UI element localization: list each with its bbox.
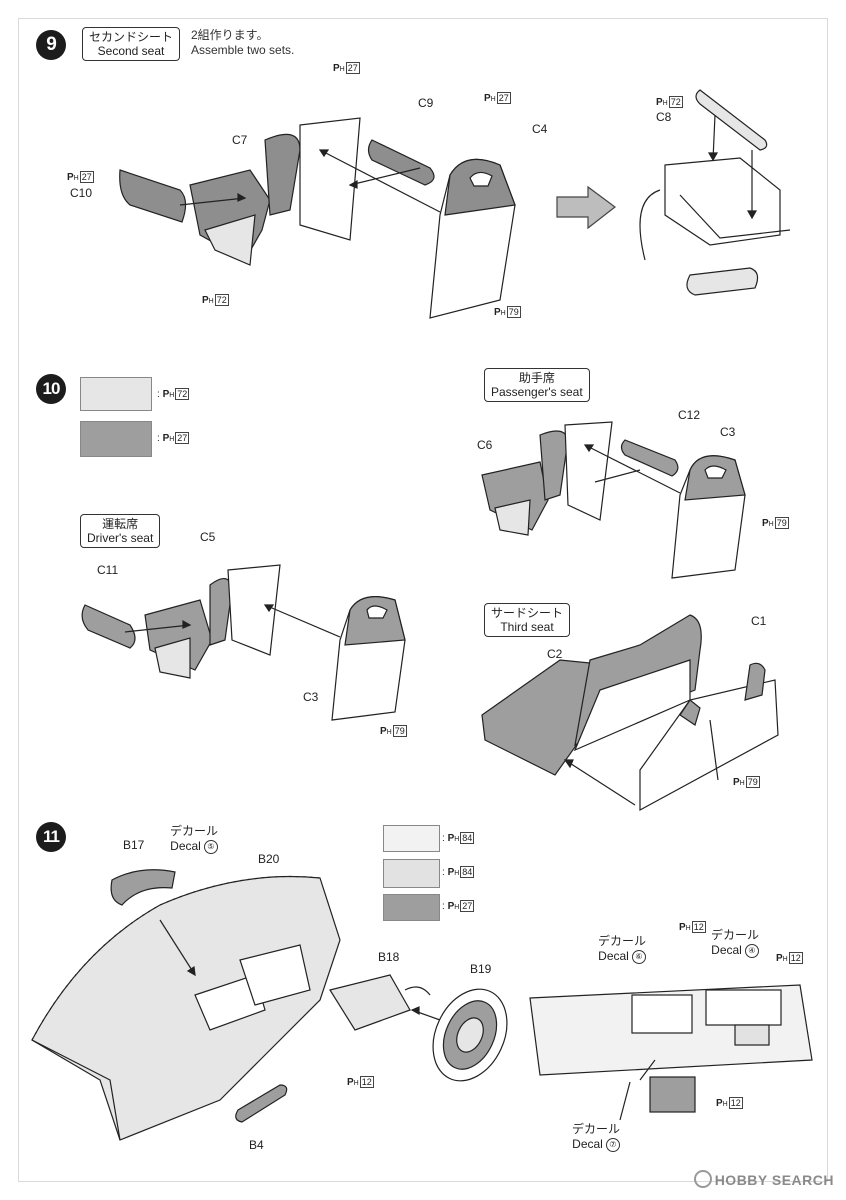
- driver-seat-title: 運転席 Driver's seat: [80, 514, 161, 548]
- decal-5-en: Decal: [170, 839, 201, 853]
- part-b18: [329, 974, 411, 1031]
- part-c10-armrest: [119, 169, 187, 223]
- label-b18: B18: [378, 950, 400, 964]
- label-c2: C2: [547, 647, 563, 661]
- label-c6: C6: [477, 438, 493, 452]
- passenger-title-jp: 助手席: [518, 371, 555, 385]
- label-c3-driver: C3: [303, 690, 319, 704]
- part-c8: [695, 89, 768, 151]
- third-title-jp: サードシート: [491, 606, 564, 620]
- decal-5-jp: デカール: [170, 824, 219, 838]
- label-c7: C7: [232, 133, 248, 147]
- decal-4-num: ④: [744, 944, 759, 958]
- label-c1: C1: [751, 614, 767, 628]
- watermark-text: HOBBY SEARCH: [714, 1172, 834, 1188]
- swatch-ph84: [383, 859, 440, 888]
- passenger-seat-title: 助手席 Passenger's seat: [484, 368, 590, 402]
- step-9-number: 9: [36, 30, 66, 60]
- watermark: HOBBY SEARCH: [693, 1170, 834, 1188]
- label-c12: C12: [678, 408, 701, 422]
- label-c11: C11: [97, 563, 119, 577]
- decal-7-en: Decal: [572, 1137, 603, 1151]
- decal-4-en: Decal: [711, 943, 742, 957]
- part-b4: [235, 1084, 288, 1123]
- label-c5: C5: [200, 530, 216, 544]
- decal-7-num: ⑦: [605, 1138, 620, 1152]
- step-9-note-en: Assemble two sets.: [191, 43, 295, 57]
- label-c4: C4: [532, 122, 548, 136]
- step-9-note-jp: 2組作ります。: [191, 28, 269, 42]
- decal-5-num: ⑤: [203, 840, 218, 854]
- passenger-title-en: Passenger's seat: [491, 385, 583, 399]
- step-9-note: 2組作ります。 Assemble two sets.: [191, 28, 294, 58]
- swatch-ph85: [383, 825, 440, 852]
- label-c8: C8: [656, 110, 672, 124]
- swatch-ph27: [80, 421, 152, 457]
- driver-title-en: Driver's seat: [87, 531, 154, 545]
- third-seat-title: サードシート Third seat: [484, 603, 571, 637]
- swatch-ph27-b: [383, 894, 440, 921]
- step-9-title: セカンドシート Second seat: [82, 27, 181, 61]
- decal-6-en: Decal: [598, 949, 629, 963]
- label-b19: B19: [470, 962, 492, 976]
- step-9-title-jp: セカンドシート: [89, 30, 174, 44]
- driver-title-jp: 運転席: [102, 517, 139, 531]
- label-c9: C9: [418, 96, 434, 110]
- part-b20: [31, 875, 341, 1141]
- part-b17: [110, 869, 176, 906]
- part-c5: [227, 564, 281, 656]
- third-title-en: Third seat: [500, 620, 554, 634]
- hobby-search-logo-icon: [693, 1170, 712, 1188]
- label-b17: B17: [123, 838, 145, 852]
- part-c12: [620, 439, 679, 477]
- decal-6-jp: デカール: [598, 934, 647, 948]
- decal-4-jp: デカール: [711, 928, 760, 942]
- step-11-number: 11: [36, 822, 66, 852]
- swatch-ph72: [80, 377, 152, 411]
- decal-7-jp: デカール: [572, 1122, 621, 1136]
- label-b4: B4: [249, 1138, 264, 1152]
- part-c9: [367, 139, 435, 186]
- decal-6-num: ⑥: [631, 950, 646, 964]
- label-c10: C10: [70, 186, 93, 200]
- label-c3-passenger: C3: [720, 425, 736, 439]
- step-10-number: 10: [36, 374, 66, 404]
- label-b20: B20: [258, 852, 280, 866]
- step-9-title-en: Second seat: [97, 44, 165, 58]
